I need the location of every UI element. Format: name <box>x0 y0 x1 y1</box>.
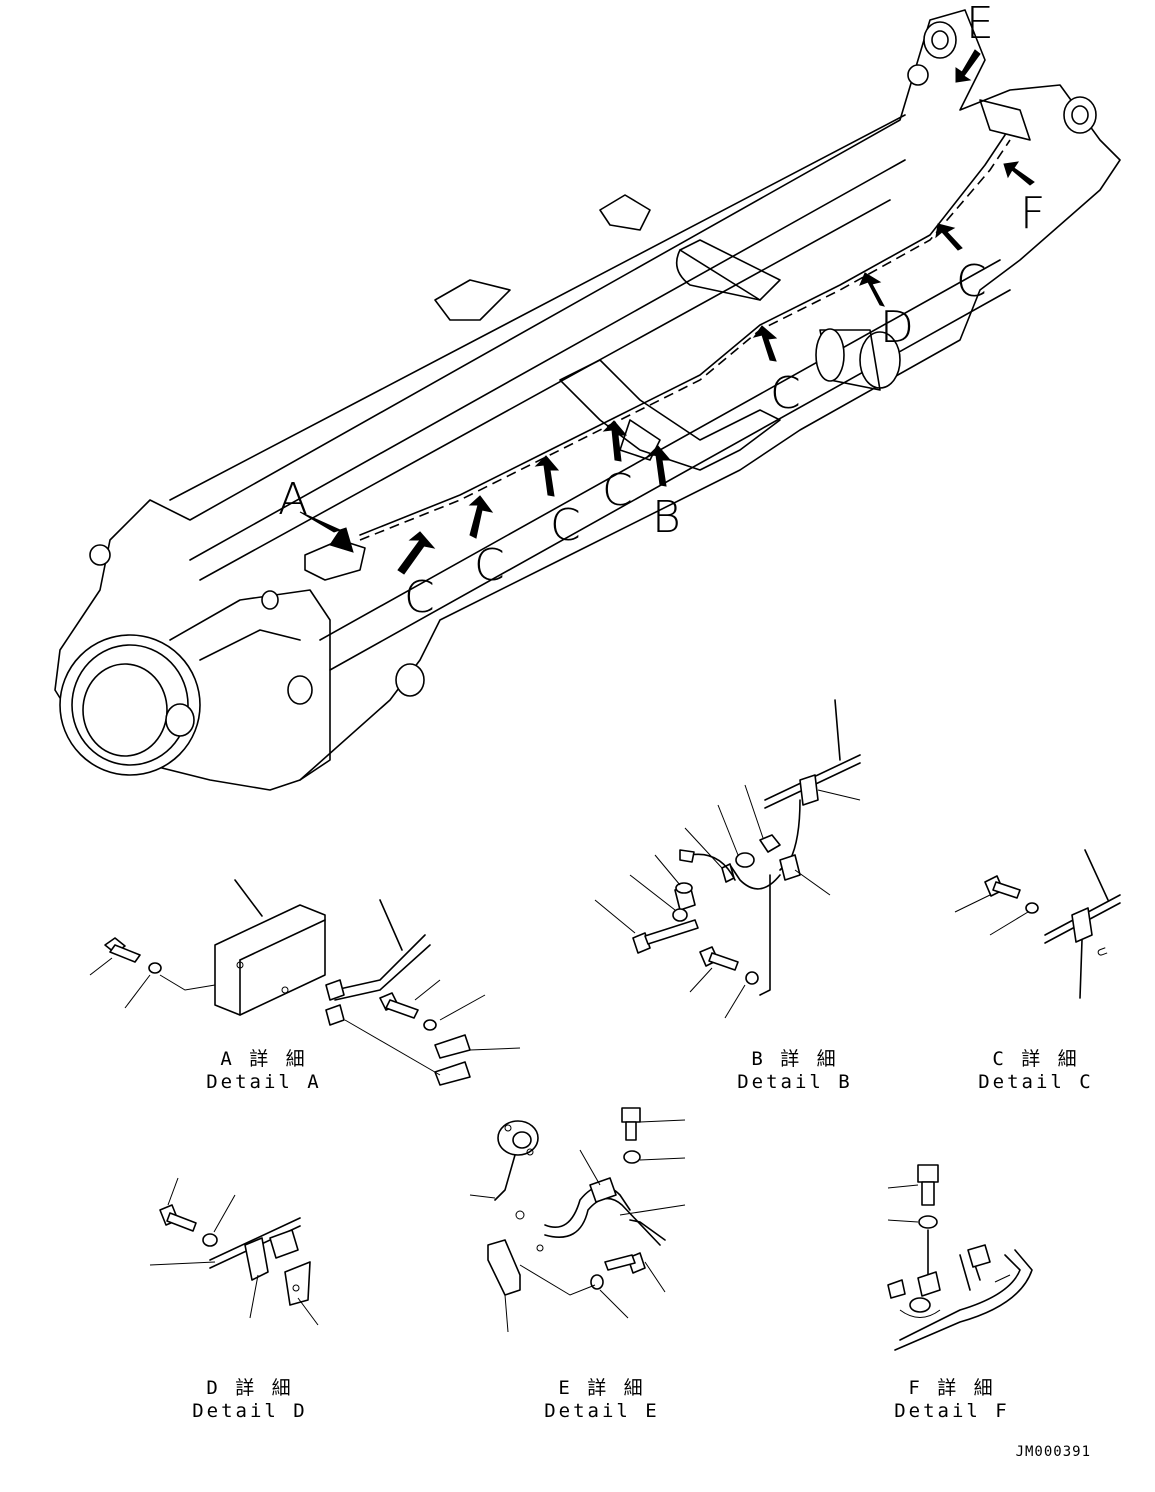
detail-e-drawing <box>469 1107 686 1333</box>
detail-e-caption-en: Detail E <box>544 1400 660 1422</box>
arrow-b <box>646 445 672 487</box>
detail-f-caption: F 詳 細 Detail F <box>882 1377 1022 1423</box>
detail-f-caption-jp: F 詳 細 <box>908 1377 996 1399</box>
detail-f-caption-en: Detail F <box>894 1400 1010 1422</box>
detail-c-caption-jp: C 詳 細 <box>992 1048 1080 1070</box>
arrow-a <box>299 511 354 553</box>
detail-a-caption-jp: A 詳 細 <box>220 1048 308 1070</box>
callout-c1: C <box>404 572 435 623</box>
arrow-c5 <box>752 325 778 362</box>
detail-c-caption-en: Detail C <box>978 1071 1094 1093</box>
callout-arrows <box>299 49 1035 575</box>
detail-b-caption: B 詳 細 Detail B <box>725 1048 865 1094</box>
detail-b-drawing <box>594 699 861 1019</box>
callout-e: E <box>966 0 994 49</box>
callout-c6: C <box>956 256 987 307</box>
arrow-c1 <box>397 531 436 575</box>
detail-c-caption: C 詳 細 Detail C <box>966 1048 1106 1094</box>
arrow-c6 <box>935 223 963 251</box>
arrow-d <box>859 272 885 307</box>
callout-c4: C <box>602 465 633 516</box>
drawing-number: JM000391 <box>1015 1444 1091 1460</box>
detail-e-caption-jp: E 詳 細 <box>558 1377 646 1399</box>
svg-text:⊂: ⊂ <box>1094 943 1110 962</box>
arrow-c4 <box>602 420 628 462</box>
detail-e-caption: E 詳 細 Detail E <box>532 1377 672 1423</box>
detail-a-drawing <box>89 879 521 1086</box>
arrow-c3 <box>534 455 560 497</box>
callout-d: D <box>880 302 914 353</box>
detail-d-caption-jp: D 詳 細 <box>206 1377 294 1399</box>
callout-c5: C <box>770 368 801 419</box>
callout-c2: C <box>474 540 505 591</box>
callout-c3: C <box>550 500 581 551</box>
arrow-f <box>1003 161 1035 186</box>
detail-d-caption: D 詳 細 Detail D <box>180 1377 320 1423</box>
frame-assembly <box>54 9 1121 791</box>
detail-f-drawing <box>887 1164 1033 1351</box>
callout-f: F <box>1020 188 1045 239</box>
arrow-c2 <box>468 495 494 539</box>
callout-a: A <box>278 474 308 525</box>
detail-d-drawing <box>149 1177 319 1326</box>
detail-a-caption: A 詳 細 Detail A <box>194 1048 334 1094</box>
callout-labels: A B C C C C C C D E F <box>278 0 1045 623</box>
arrow-e <box>955 49 981 83</box>
detail-b-caption-en: Detail B <box>737 1071 853 1093</box>
detail-b-caption-jp: B 詳 細 <box>751 1048 839 1070</box>
detail-a-caption-en: Detail A <box>206 1071 322 1093</box>
callout-b: B <box>652 492 681 543</box>
detail-d-caption-en: Detail D <box>192 1400 308 1422</box>
detail-c-drawing: ⊂ <box>954 849 1121 999</box>
